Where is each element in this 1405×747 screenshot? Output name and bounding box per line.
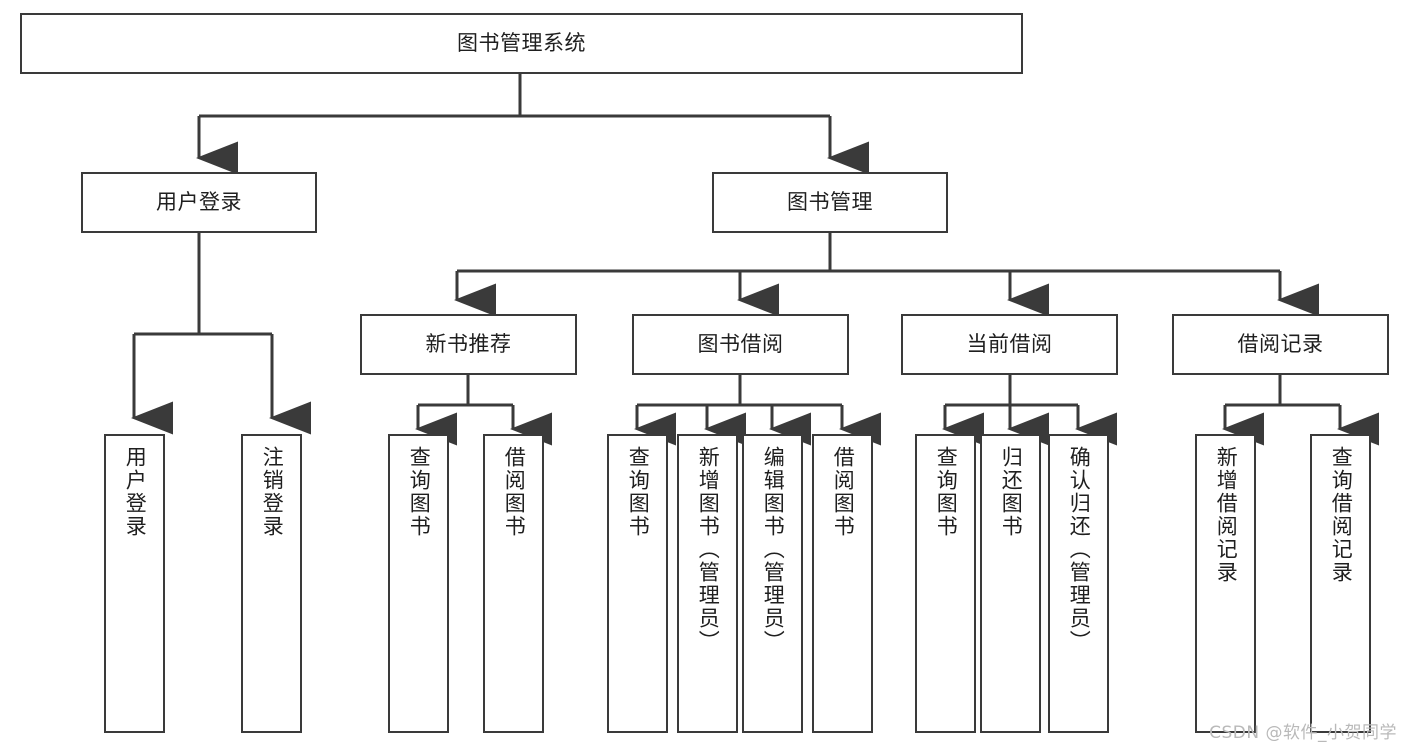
leaf-current-confirm-return[interactable]: 确认归还（管理员）: [1048, 434, 1109, 733]
node-label: 查询图书: [626, 446, 651, 538]
watermark: CSDN @软件_小贺同学: [1209, 723, 1397, 743]
node-user-login[interactable]: 用户登录: [81, 172, 317, 233]
node-borrow-record[interactable]: 借阅记录: [1172, 314, 1389, 375]
node-book-borrow[interactable]: 图书借阅: [632, 314, 849, 375]
node-label: 用户登录: [156, 190, 242, 215]
leaf-borrow-borrow-book[interactable]: 借阅图书: [812, 434, 873, 733]
leaf-record-query[interactable]: 查询借阅记录: [1310, 434, 1371, 733]
node-label: 当前借阅: [966, 332, 1053, 357]
leaf-new-book-borrow[interactable]: 借阅图书: [483, 434, 544, 733]
leaf-borrow-query-book[interactable]: 查询图书: [607, 434, 668, 733]
node-label: 查询图书: [407, 446, 432, 538]
node-root-system[interactable]: 图书管理系统: [20, 13, 1023, 74]
node-label: 新增借阅记录: [1214, 446, 1239, 584]
node-label: 图书管理: [787, 190, 873, 215]
leaf-current-query-book[interactable]: 查询图书: [915, 434, 976, 733]
node-label: 编辑图书（管理员）: [761, 446, 786, 653]
leaf-user-login[interactable]: 用户登录: [104, 434, 165, 733]
node-label: 查询图书: [934, 446, 959, 538]
node-label: 借阅记录: [1237, 332, 1324, 357]
node-book-management[interactable]: 图书管理: [712, 172, 948, 233]
node-label: 确认归还（管理员）: [1067, 446, 1092, 653]
leaf-record-add[interactable]: 新增借阅记录: [1195, 434, 1256, 733]
leaf-current-return-book[interactable]: 归还图书: [980, 434, 1041, 733]
node-label: 注销登录: [260, 446, 285, 538]
node-label: 查询借阅记录: [1329, 446, 1354, 584]
node-label: 借阅图书: [831, 446, 856, 538]
leaf-borrow-edit-book[interactable]: 编辑图书（管理员）: [742, 434, 803, 733]
node-label: 新书推荐: [425, 332, 512, 357]
leaf-new-book-query[interactable]: 查询图书: [388, 434, 449, 733]
node-label: 归还图书: [999, 446, 1024, 538]
leaf-user-logout[interactable]: 注销登录: [241, 434, 302, 733]
node-label: 图书管理系统: [457, 31, 586, 56]
node-label: 用户登录: [123, 446, 148, 538]
leaf-borrow-add-book[interactable]: 新增图书（管理员）: [677, 434, 738, 733]
node-label: 借阅图书: [502, 446, 527, 538]
node-label: 新增图书（管理员）: [696, 446, 721, 653]
node-current-borrow[interactable]: 当前借阅: [901, 314, 1118, 375]
node-label: 图书借阅: [697, 332, 784, 357]
node-new-book-recommend[interactable]: 新书推荐: [360, 314, 577, 375]
